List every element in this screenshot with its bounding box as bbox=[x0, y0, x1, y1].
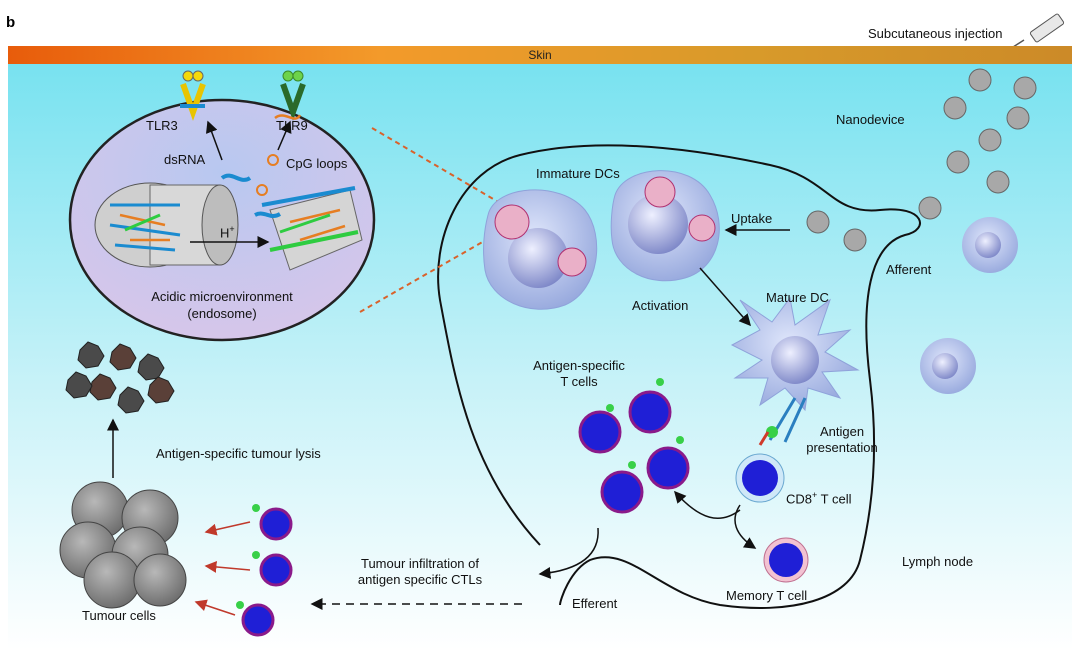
memory-t-cell bbox=[763, 537, 809, 583]
tlr9-receptor bbox=[274, 70, 306, 121]
cd8-label: CD8+ T cell bbox=[786, 490, 851, 506]
cd8-suffix: T cell bbox=[817, 491, 852, 507]
free-dc-right bbox=[920, 217, 1018, 394]
attack-arrow-1 bbox=[204, 521, 251, 536]
activation-label: Activation bbox=[632, 298, 689, 313]
antigen-t-cells-label-2: T cells bbox=[560, 374, 598, 389]
memory-label: Memory T cell bbox=[726, 588, 808, 603]
skin-label: Skin bbox=[528, 48, 552, 62]
infiltration-label-1: Tumour infiltration of bbox=[360, 556, 479, 571]
immature-dc-2 bbox=[610, 170, 720, 282]
tlr3-label: TLR3 bbox=[146, 118, 178, 133]
cd8-text: CD8 bbox=[786, 491, 813, 507]
ctls-at-tumour bbox=[236, 504, 293, 637]
panel-letter: b bbox=[6, 14, 16, 31]
nanotube-opened bbox=[261, 186, 363, 271]
env-label-2: (endosome) bbox=[187, 306, 257, 321]
lymph-node-label: Lymph node bbox=[902, 554, 974, 569]
lysed-tumour bbox=[65, 341, 175, 414]
efferent-label: Efferent bbox=[572, 596, 618, 611]
dsrna-arrow bbox=[205, 120, 223, 161]
infiltration-label-2: antigen specific CTLs bbox=[357, 572, 483, 587]
tumour-lysis-label: Antigen-specific tumour lysis bbox=[156, 446, 321, 461]
immature-dc-1 bbox=[483, 189, 598, 310]
proton-label: H+ bbox=[220, 224, 235, 240]
dsrna-strand bbox=[220, 173, 252, 182]
nanodevice-label: Nanodevice bbox=[836, 112, 905, 127]
dsrna-label: dsRNA bbox=[164, 152, 206, 167]
tcr bbox=[758, 431, 770, 446]
cd8-sup: + bbox=[812, 490, 818, 500]
expansion-arrow bbox=[674, 490, 741, 519]
efferent-arrow bbox=[538, 527, 599, 579]
uptake-label: Uptake bbox=[731, 211, 773, 226]
inset-connector-top bbox=[371, 127, 513, 211]
immature-dc-label: Immature DCs bbox=[536, 166, 620, 181]
tumour-cells-label: Tumour cells bbox=[82, 608, 156, 623]
tlr9-label: TLR9 bbox=[276, 118, 308, 133]
mature-dc-label: Mature DC bbox=[766, 290, 829, 305]
proton-text: H bbox=[220, 225, 230, 241]
memory-arrow bbox=[734, 504, 757, 549]
lymph-node-outline bbox=[437, 144, 921, 609]
cpg-arrow bbox=[277, 120, 292, 151]
attack-arrow-3 bbox=[194, 599, 236, 616]
proton-sup: + bbox=[229, 224, 235, 234]
antigen-presentation-label-2: presentation bbox=[806, 440, 878, 455]
env-label-1: Acidic microenvironment bbox=[151, 289, 293, 304]
skin-layer bbox=[8, 46, 1072, 64]
nanodevices bbox=[806, 68, 1037, 252]
attack-arrow-2 bbox=[204, 560, 251, 573]
tlr3-receptor bbox=[180, 70, 206, 121]
syringe-icon bbox=[1009, 13, 1065, 50]
antigen-peptide bbox=[766, 426, 778, 438]
mature-dc bbox=[730, 296, 860, 412]
antigen-presentation-label-1: Antigen bbox=[819, 424, 865, 439]
injection-label: Subcutaneous injection bbox=[868, 26, 1003, 41]
cd8-t-cell bbox=[735, 453, 785, 503]
afferent-label: Afferent bbox=[886, 262, 932, 277]
dsrna-strand-2 bbox=[254, 211, 282, 218]
nanotube-intact bbox=[94, 182, 239, 268]
activation-arrow bbox=[699, 267, 751, 327]
antigen-t-cells-label-1: Antigen-specific bbox=[533, 358, 625, 373]
cpg-label: CpG loops bbox=[286, 156, 348, 171]
antigen-t-cells bbox=[578, 378, 690, 514]
cpg-loop bbox=[267, 154, 279, 166]
tumour-cells bbox=[59, 481, 187, 609]
cpg-loop-2 bbox=[256, 184, 268, 196]
